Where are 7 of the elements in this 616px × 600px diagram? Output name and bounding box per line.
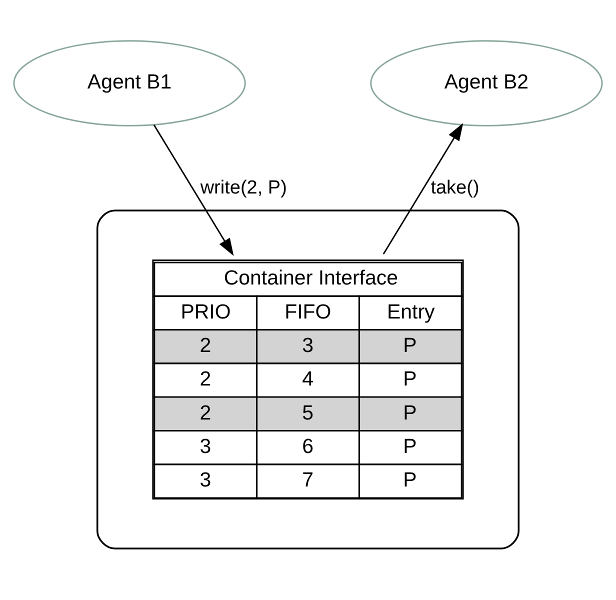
node-ellipse: Agent B2 [370, 40, 603, 126]
edge-label: take() [430, 177, 480, 198]
arrow [153, 124, 234, 256]
edge-label: write(2, P) [200, 177, 287, 198]
cluster [96, 209, 520, 549]
arrow [382, 122, 464, 254]
node-ellipse: Agent B1 [13, 40, 246, 126]
